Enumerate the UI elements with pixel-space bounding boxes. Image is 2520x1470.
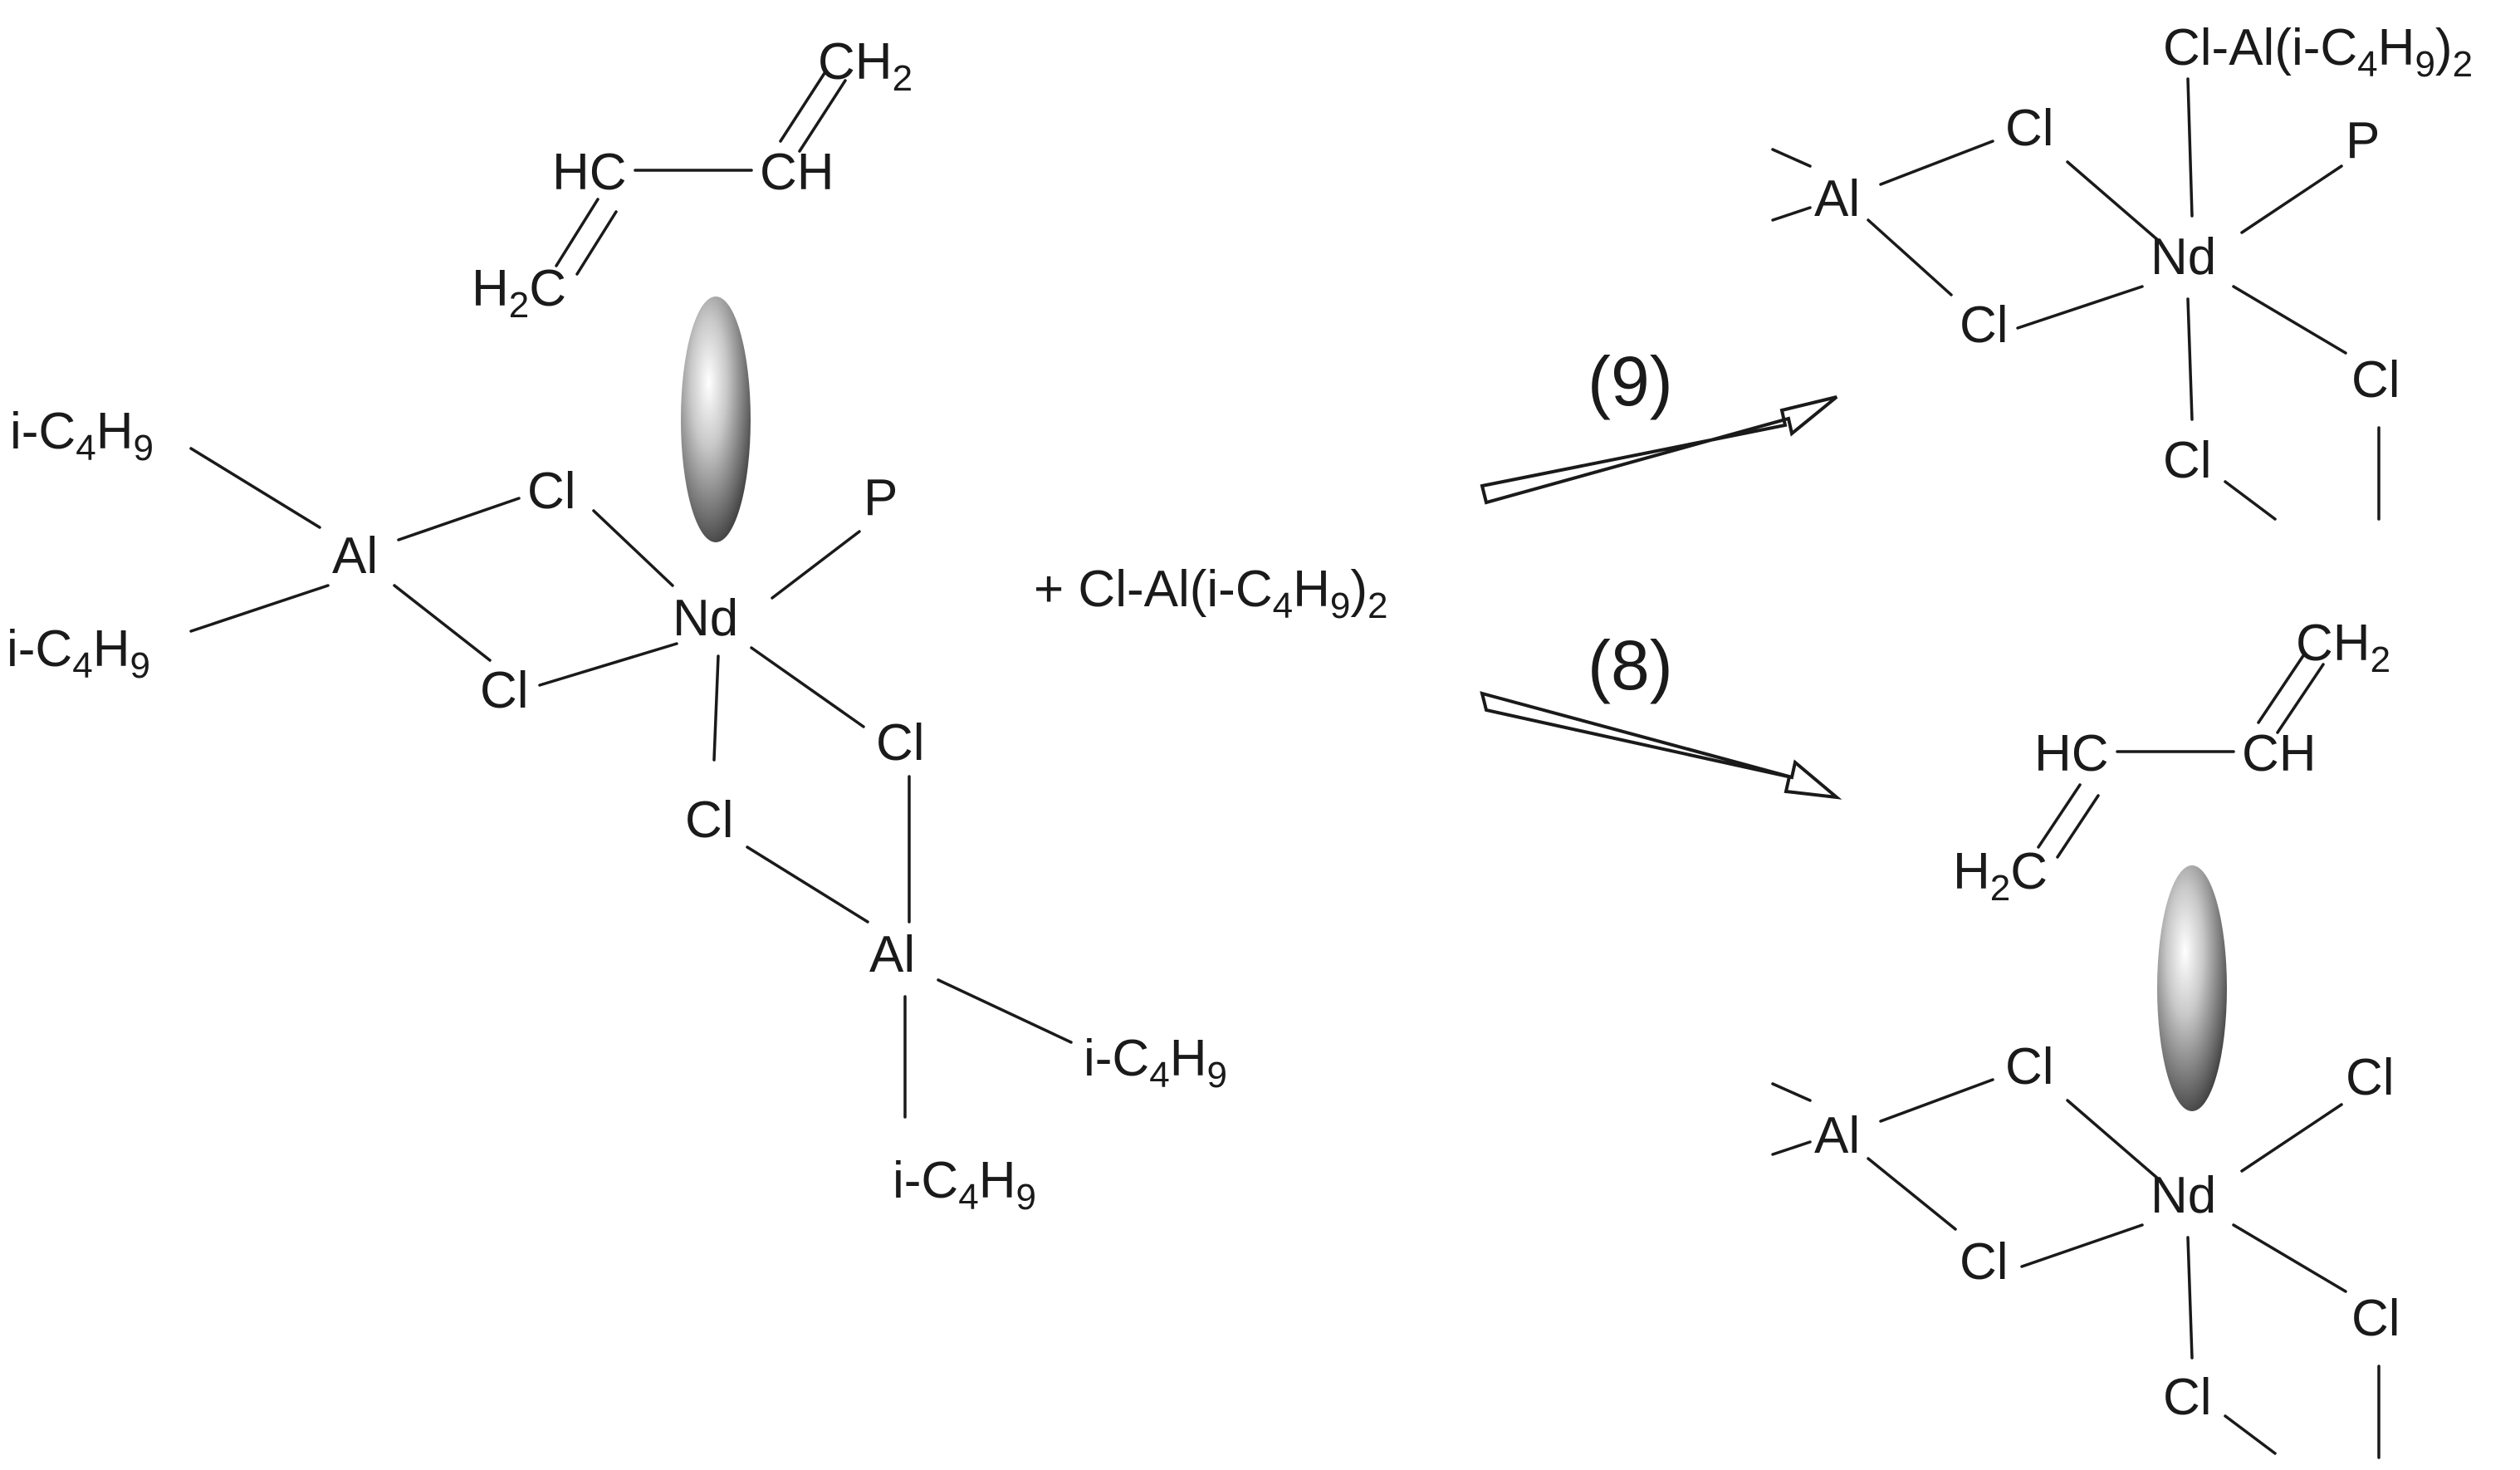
product-9-cl-right: Cl [2351, 351, 2400, 409]
product-8-cl-bottom: Cl [2163, 1369, 2212, 1426]
reactant-bonds [189, 447, 1073, 1119]
product-8-cl-upper-right: Cl [2346, 1049, 2395, 1106]
reactant-ibu-1: i-C4H9 [10, 403, 154, 468]
reactant-ibu-4: i-C4H9 [893, 1152, 1036, 1218]
reactant-diene-hc: HC [552, 144, 627, 201]
reactant-diene-ch: CH [760, 144, 834, 201]
reactant-diene-h2c: H2C [472, 260, 566, 326]
product-8-bonds [1771, 1078, 2381, 1459]
reactant-cl-bottom: Cl [480, 662, 529, 719]
arrow-label-8: (8) [1588, 626, 1673, 704]
product-9-nd: Nd [2151, 228, 2216, 286]
product-8-diene-ch: CH [2242, 725, 2317, 782]
reactant-diene-bonds [555, 69, 847, 276]
product-8-cl-left: Cl [1960, 1233, 2009, 1291]
product-9-cl-left: Cl [1960, 296, 2009, 354]
product-9-al: Al [1814, 170, 1860, 228]
reactant-ibu-3: i-C4H9 [1084, 1030, 1227, 1095]
product-8-diene-ch2: CH2 [2296, 615, 2390, 680]
reactant-ibu-2: i-C4H9 [7, 620, 150, 686]
arrow-label-9: (9) [1588, 342, 1673, 420]
product-9-complex: Cl-Al(i-C4H9)2 Al Cl Cl Nd P Cl Cl [1771, 19, 2473, 521]
reactant-al-left: Al [332, 527, 378, 585]
reaction-arrow-9 [1480, 395, 1838, 505]
reactant-pi-complex-ellipse [681, 296, 751, 542]
product-8-complex: CH2 HC CH H2C Al Cl Cl Nd Cl Cl Cl [1771, 615, 2400, 1459]
product-8-al: Al [1814, 1107, 1860, 1164]
product-8-cl-right: Cl [2351, 1290, 2400, 1347]
product-9-top-ligand: Cl-Al(i-C4H9)2 [2163, 19, 2473, 85]
reagent-label: + Cl-Al(i-C4H9)2 [1034, 561, 1388, 626]
reactant-complex: CH2 HC CH H2C i-C4H9 i-C4H9 Al Cl Cl Nd … [7, 33, 1227, 1218]
product-9-cl-bottom: Cl [2163, 432, 2212, 489]
reactant-cl-right: Cl [876, 714, 925, 772]
product-9-cl-top: Cl [2005, 100, 2054, 157]
reactant-p: P [864, 469, 898, 527]
product-8-diene-hc: HC [2034, 725, 2109, 782]
reactant-cl-mid: Cl [685, 791, 734, 849]
reaction-arrow-8 [1480, 691, 1842, 800]
product-8-pi-complex-ellipse [2157, 865, 2227, 1111]
product-8-diene-bonds [2037, 653, 2325, 859]
product-8-diene-h2c: H2C [1953, 843, 2048, 909]
reactant-nd: Nd [673, 590, 738, 647]
product-8-nd: Nd [2151, 1167, 2216, 1224]
reactant-cl-top: Cl [527, 463, 576, 520]
product-8-cl-top: Cl [2005, 1038, 2054, 1095]
product-9-bonds [1771, 77, 2381, 521]
reactant-al-bottom: Al [869, 926, 915, 983]
reactant-diene-ch2: CH2 [818, 33, 913, 99]
product-9-p: P [2346, 112, 2380, 169]
